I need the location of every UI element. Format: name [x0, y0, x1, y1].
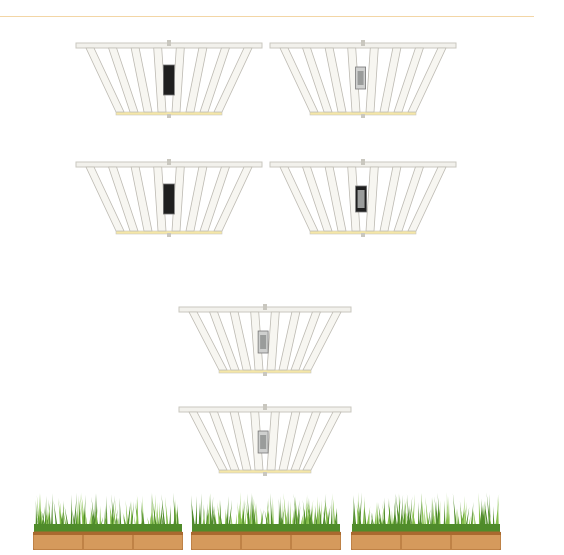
- grow-light-fixture-4: [269, 159, 457, 238]
- fixture-hanger-bottom: [167, 114, 171, 118]
- fixture-led-bar: [229, 311, 252, 371]
- fixture-led-bar: [208, 411, 240, 471]
- fixture-hanger: [361, 159, 365, 165]
- fixture-led-bar: [347, 47, 361, 113]
- fixture-drawing: [269, 40, 457, 118]
- fixture-led-bar: [407, 47, 447, 113]
- fixture-hanger: [167, 40, 171, 46]
- fixture-drawing: [178, 304, 352, 376]
- planter-drawing: [190, 492, 342, 551]
- planter-drawing: [32, 492, 184, 551]
- fixture-led-bar: [85, 47, 125, 113]
- grow-light-fixture-3: [75, 159, 263, 238]
- fixture-led-bar: [213, 47, 253, 113]
- fixture-hanger-bottom: [361, 114, 365, 118]
- fixture-led-bar: [229, 411, 252, 471]
- fixture-led-bar: [266, 311, 280, 371]
- fixture-hanger-bottom: [263, 472, 267, 476]
- fixture-led-bar: [279, 47, 319, 113]
- grass-base: [34, 524, 182, 533]
- fixture-led-bar: [85, 166, 125, 232]
- fixture-hanger: [361, 40, 365, 46]
- fixture-led-bar: [266, 411, 280, 471]
- fixture-led-bar: [185, 166, 208, 232]
- fixture-led-bar: [324, 47, 347, 113]
- fixture-driver-detail: [357, 71, 364, 85]
- fixture-hanger-bottom: [263, 372, 267, 376]
- grow-light-fixture-2: [269, 40, 457, 119]
- fixture-led-bar: [250, 411, 264, 471]
- fixture-led-bar: [108, 166, 139, 232]
- fixture-driver-detail: [260, 335, 267, 349]
- fixture-led-bar: [302, 411, 342, 471]
- fixture-led-bar: [324, 166, 347, 232]
- fixture-led-bar: [290, 411, 322, 471]
- grass-planter-2: [190, 492, 342, 555]
- fixture-led-bar: [208, 311, 240, 371]
- grow-light-fixture-5: [178, 304, 352, 377]
- grass-base: [192, 524, 340, 533]
- fixture-hanger: [167, 159, 171, 165]
- fixture-led-bar: [279, 166, 319, 232]
- fixture-drawing: [75, 159, 263, 237]
- fixture-led-bar: [379, 47, 402, 113]
- fixture-hanger-bottom: [361, 233, 365, 237]
- fixture-driver-detail: [260, 435, 267, 449]
- planter-rim: [351, 532, 501, 535]
- fixture-led-bar: [153, 47, 167, 113]
- fixture-led-bar: [393, 47, 424, 113]
- fixture-led-bar: [188, 311, 228, 371]
- fixture-drawing: [178, 404, 352, 476]
- fixture-led-bar: [393, 166, 424, 232]
- grass-planter-1: [32, 492, 184, 555]
- fixture-led-bar: [302, 311, 342, 371]
- fixture-driver-box: [163, 183, 175, 215]
- fixture-hanger-bottom: [167, 233, 171, 237]
- fixture-led-bar: [365, 47, 379, 113]
- grass-planter-3: [350, 492, 502, 555]
- fixture-led-bar: [130, 47, 153, 113]
- fixture-led-bar: [188, 411, 228, 471]
- fixture-led-bar: [199, 47, 230, 113]
- planter-rim: [33, 532, 183, 535]
- fixture-led-bar: [185, 47, 208, 113]
- grow-light-fixture-1: [75, 40, 263, 119]
- grass-base: [352, 524, 500, 533]
- fixture-led-bar: [213, 166, 253, 232]
- fixture-led-bar: [347, 166, 361, 232]
- fixture-led-bar: [407, 166, 447, 232]
- top-divider-line: [0, 16, 534, 17]
- fixture-led-bar: [199, 166, 230, 232]
- planter-rim: [191, 532, 341, 535]
- fixture-led-bar: [365, 166, 379, 232]
- fixture-led-bar: [302, 47, 333, 113]
- fixture-led-bar: [130, 166, 153, 232]
- fixture-drawing: [269, 159, 457, 237]
- fixture-led-bar: [278, 311, 301, 371]
- fixture-led-bar: [108, 47, 139, 113]
- fixture-led-bar: [153, 166, 167, 232]
- fixture-led-bar: [302, 166, 333, 232]
- fixture-driver-box: [163, 64, 175, 96]
- fixture-led-bar: [290, 311, 322, 371]
- planter-drawing: [350, 492, 502, 551]
- fixture-led-bar: [278, 411, 301, 471]
- fixture-driver-detail: [357, 190, 365, 208]
- fixture-led-bar: [379, 166, 402, 232]
- fixture-drawing: [75, 40, 263, 118]
- fixture-hanger: [263, 404, 267, 410]
- grow-light-fixture-6: [178, 404, 352, 477]
- fixture-led-bar: [250, 311, 264, 371]
- fixture-hanger: [263, 304, 267, 310]
